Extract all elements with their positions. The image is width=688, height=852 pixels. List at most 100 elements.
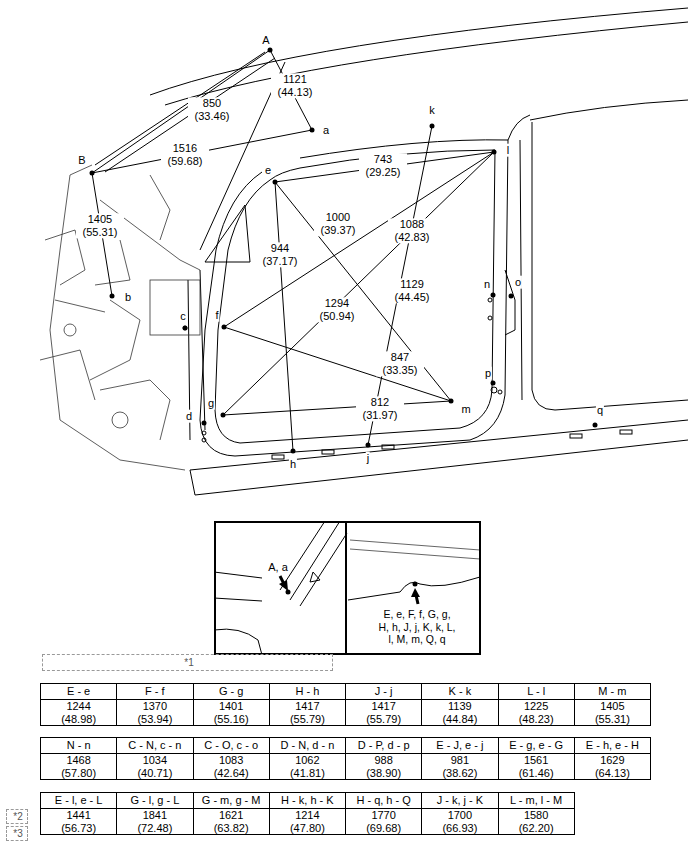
note-marker: *1 xyxy=(42,654,333,671)
point-letter: m xyxy=(460,403,471,416)
table-header: L - m, l - M xyxy=(510,794,562,807)
table-value: 1580 (62.20) xyxy=(513,809,559,834)
dimension-lines xyxy=(92,50,494,451)
table-header: F - f xyxy=(145,685,165,698)
table-value: 1401 (55.16) xyxy=(208,700,254,725)
table-cell: G - g xyxy=(193,683,270,700)
point-letter: b xyxy=(124,291,132,304)
table-cell: 1214 (47.80) xyxy=(269,808,346,835)
node-text: E, e, F, f, G, g, H, h, J, j, K, k, L, l… xyxy=(378,608,456,646)
table-value: 1700 (66.93) xyxy=(437,809,483,834)
note-marker: *2 xyxy=(6,809,28,824)
point-letter: g xyxy=(207,397,215,410)
table-value: 1621 (63.82) xyxy=(208,809,254,834)
dimension-label: 743 (29.25) xyxy=(359,153,407,178)
table-value: 1405 (55.31) xyxy=(589,700,635,725)
table-cell: 1441 (56.73) xyxy=(40,808,117,835)
table-cell: 1401 (55.16) xyxy=(193,699,270,726)
table-value: 1629 (64.13) xyxy=(589,754,635,779)
point-letter: d xyxy=(185,410,193,423)
table-cell: C - N, c - n xyxy=(116,737,193,754)
table-header: E - h, e - H xyxy=(586,739,639,752)
table-header: H - h xyxy=(295,685,319,698)
table-cell: H - h xyxy=(269,683,346,700)
table-cell: 1629 (64.13) xyxy=(574,753,651,780)
table-header: G - m, g - M xyxy=(202,794,261,807)
table-header: D - P, d - p xyxy=(358,739,410,752)
point-letter: o xyxy=(514,276,522,289)
point-letter: e xyxy=(264,164,272,177)
table-header: E - J, e - j xyxy=(436,739,483,752)
table-header: E - l, e - L xyxy=(55,794,103,807)
table-header: E - e xyxy=(67,685,90,698)
table-value: 1225 (48.23) xyxy=(513,700,559,725)
table-cell: 1580 (62.20) xyxy=(498,808,575,835)
table-header: G - l, g - L xyxy=(130,794,179,807)
table-header: H - q, h - Q xyxy=(356,794,410,807)
measure-points xyxy=(90,48,598,454)
table-cell: 1700 (66.93) xyxy=(421,808,498,835)
table-value: 1561 (61.46) xyxy=(513,754,559,779)
dimension-label: 944 (37.17) xyxy=(256,242,304,267)
dimension-label: 1088 (42.83) xyxy=(388,218,436,243)
dimension-label: 850 (33.46) xyxy=(188,97,236,122)
table-header: E - g, e - G xyxy=(509,739,563,752)
point-letter: f xyxy=(214,309,219,322)
table-cell: H - q, h - Q xyxy=(345,792,422,809)
table-cell: E - h, e - H xyxy=(574,737,651,754)
table-cell: 1417 (55.79) xyxy=(345,699,422,726)
note-marker: *3 xyxy=(6,826,28,841)
point-letter: q xyxy=(596,404,604,417)
table-cell: 1225 (48.23) xyxy=(498,699,575,726)
table-cell: M - m xyxy=(574,683,651,700)
table-header: N - n xyxy=(67,739,91,752)
table-header: H - k, h - K xyxy=(281,794,334,807)
table-cell: D - N, d - n xyxy=(269,737,346,754)
table-cell: 1621 (63.82) xyxy=(193,808,270,835)
table-value: 1139 (44.84) xyxy=(437,700,483,725)
table-value: 981 (38.62) xyxy=(437,754,483,779)
table-header: D - N, d - n xyxy=(280,739,334,752)
table-value: 1468 (57.80) xyxy=(56,754,102,779)
table-value: 1062 (41.81) xyxy=(284,754,330,779)
node-text: *1 xyxy=(184,657,193,669)
table-cell: E - g, e - G xyxy=(498,737,575,754)
table-cell: 1139 (44.84) xyxy=(421,699,498,726)
dimension-label: 847 (33.35) xyxy=(376,351,424,376)
table-cell: C - O, c - o xyxy=(193,737,270,754)
table-value: 1417 (55.79) xyxy=(284,700,330,725)
table-cell: 1244 (48.98) xyxy=(40,699,117,726)
dimension-label: 812 (31.97) xyxy=(356,396,404,421)
table-cell: 1770 (69.68) xyxy=(345,808,422,835)
table-cell: 1405 (55.31) xyxy=(574,699,651,726)
dimension-label: 1121 (44.13) xyxy=(271,73,319,98)
table-header: G - g xyxy=(219,685,243,698)
table-value: 988 (38.90) xyxy=(361,754,407,779)
table-cell: L - m, l - M xyxy=(498,792,575,809)
body-outline xyxy=(95,8,688,495)
dimension-label: 1516 (59.68) xyxy=(161,142,209,167)
table-header: C - O, c - o xyxy=(204,739,258,752)
table-value: 1083 (42.64) xyxy=(208,754,254,779)
table-value: 1214 (47.80) xyxy=(284,809,330,834)
inset-panel: A, a xyxy=(214,521,347,655)
inset-arrows xyxy=(279,576,420,604)
node-text: *2 xyxy=(13,811,22,823)
table-cell: N - n xyxy=(40,737,117,754)
table-cell: E - J, e - j xyxy=(421,737,498,754)
inset-illustration xyxy=(214,521,480,655)
point-letter: B xyxy=(77,154,86,167)
dimension-label: 1405 (55.31) xyxy=(76,213,124,238)
table-cell: 1468 (57.80) xyxy=(40,753,117,780)
table-header: C - N, c - n xyxy=(128,739,181,752)
table-cell: J - j xyxy=(345,683,422,700)
table-header: L - l xyxy=(527,685,545,698)
point-letter: n xyxy=(483,278,491,291)
table-cell: 1083 (42.64) xyxy=(193,753,270,780)
inset-panel: E, e, F, f, G, g, H, h, J, j, K, k, L, l… xyxy=(345,521,481,655)
table-header: M - m xyxy=(598,685,626,698)
table-value: 1441 (56.73) xyxy=(56,809,102,834)
engine-bay xyxy=(40,165,200,470)
table-cell: 1417 (55.79) xyxy=(269,699,346,726)
